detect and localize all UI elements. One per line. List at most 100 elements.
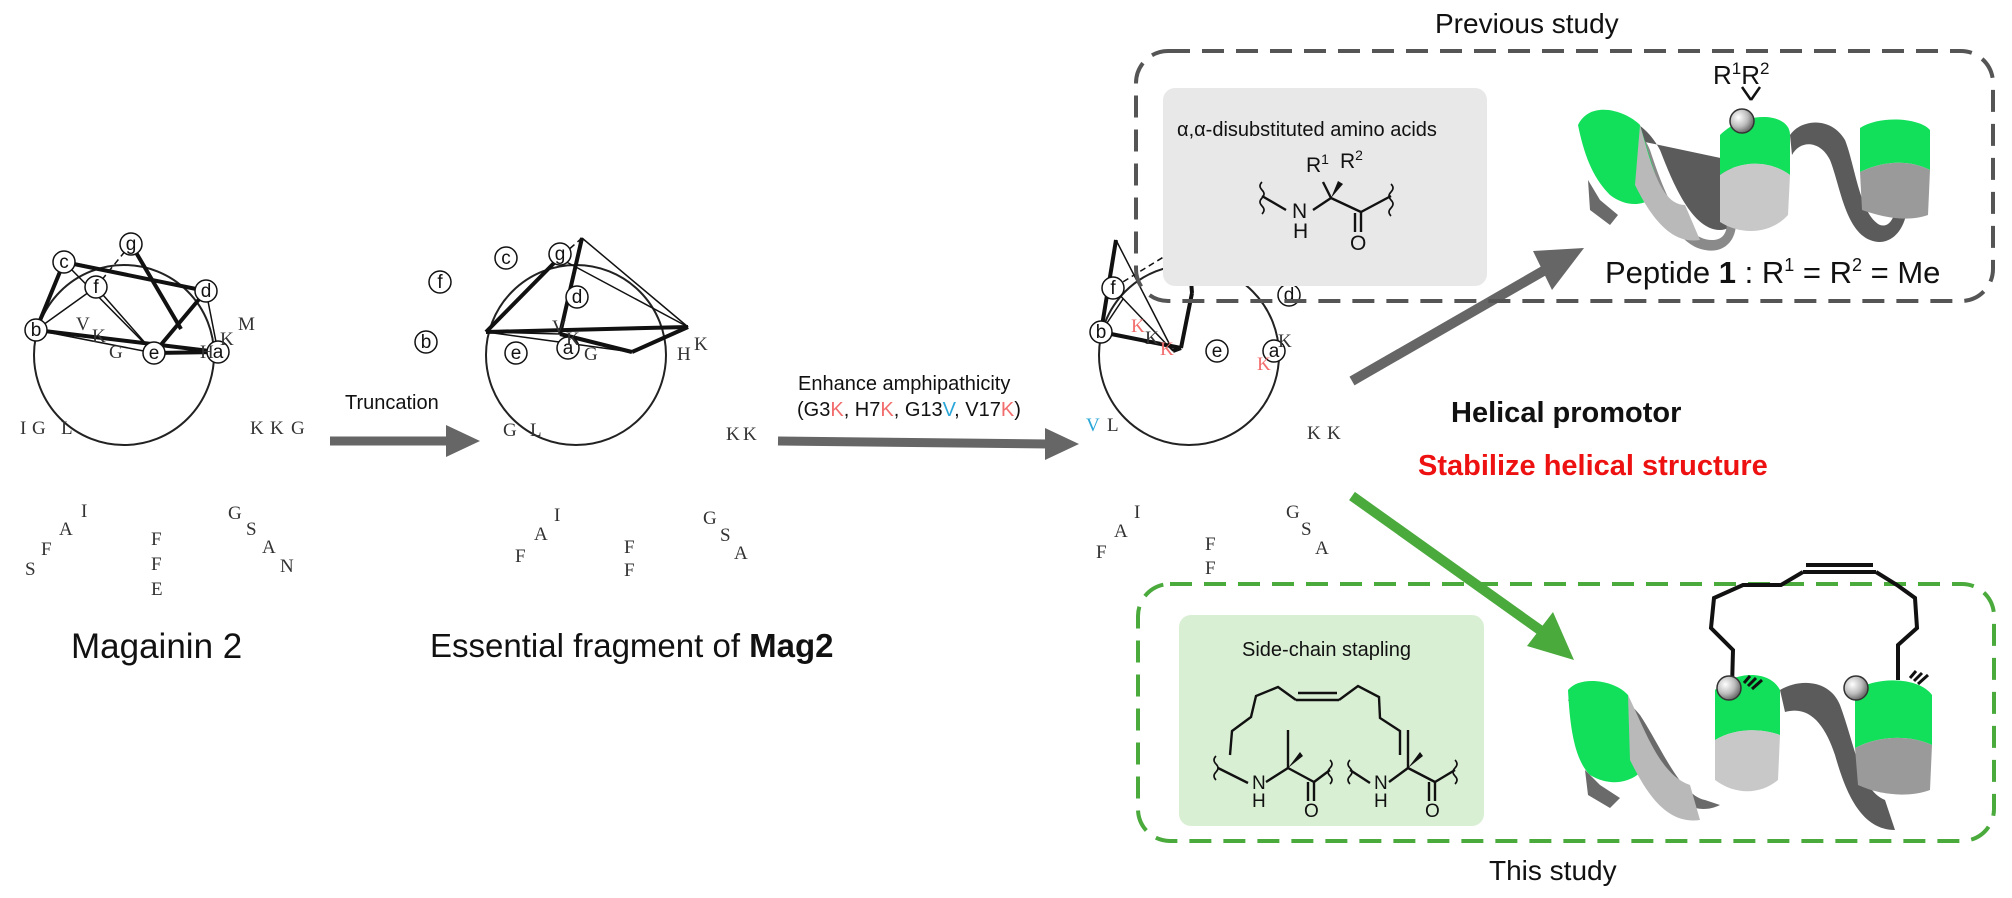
node-f: f (84, 275, 108, 299)
node-a: a (206, 340, 230, 364)
previous-study-title: Previous study (1435, 8, 1619, 39)
node-e: e (504, 341, 528, 365)
svg-text:G: G (584, 344, 598, 365)
svg-text:F: F (41, 539, 52, 560)
helical-wheel-magainin2: c g f d b a e (24, 232, 230, 446)
svg-text:S: S (25, 559, 36, 580)
helix-staple (1708, 563, 1920, 688)
svg-text:f: f (93, 277, 99, 298)
staple-o2: O (1425, 801, 1440, 822)
svg-text:S: S (720, 525, 731, 546)
svg-text:I: I (81, 501, 87, 522)
node-b: b (414, 330, 438, 354)
node-a: a (556, 336, 580, 360)
aa-r2: R2 (1340, 147, 1363, 173)
truncation-arrow (330, 425, 480, 457)
svg-text:H: H (200, 342, 214, 363)
svg-text:b: b (1096, 322, 1107, 343)
wheel2-caption: Essential fragment of Mag2 (430, 627, 834, 664)
stapling-panel-label: Side-chain stapling (1242, 639, 1411, 661)
truncation-label: Truncation (345, 392, 439, 414)
svg-text:F: F (515, 546, 526, 567)
node-b: b (24, 318, 48, 342)
svg-text:V: V (552, 317, 566, 338)
svg-text:A: A (1114, 521, 1128, 542)
stapling-panel (1179, 615, 1484, 826)
svg-text:V: V (1086, 415, 1100, 436)
aa-r1: R1 (1306, 151, 1329, 177)
node-d: d (565, 285, 589, 309)
node-c: c (494, 246, 518, 270)
svg-text:g: g (555, 244, 566, 265)
svg-text:K: K (1307, 423, 1321, 444)
wheel1-residues: V K G H K M I G L K K G A I F S F F E G … (20, 314, 305, 600)
node-f: f (428, 270, 452, 294)
staple-n1: N (1252, 773, 1266, 794)
peptide-label: Peptide 1 : R1 = R2 = Me (1605, 255, 1940, 290)
staple-ball-left (1716, 675, 1742, 701)
svg-text:a: a (213, 342, 224, 363)
stabilize-subtitle: Stabilize helical structure (1418, 450, 1768, 482)
svg-text:g: g (126, 234, 137, 255)
svg-text:S: S (1301, 519, 1312, 540)
svg-text:K: K (566, 329, 580, 350)
svg-text:K: K (1257, 354, 1271, 375)
svg-text:G: G (291, 418, 305, 439)
aa-n: N (1292, 200, 1307, 223)
svg-text:a: a (1269, 341, 1280, 362)
svg-text:K: K (220, 329, 234, 350)
svg-text:K: K (270, 418, 284, 439)
svg-text:b: b (31, 320, 42, 341)
svg-text:I: I (20, 418, 26, 439)
staple-methyl-left (1742, 675, 1764, 691)
svg-text:E: E (151, 579, 163, 600)
staple-methyl-right (1908, 670, 1930, 686)
staple-h2: H (1374, 791, 1388, 812)
svg-text:G: G (1286, 502, 1300, 523)
helix-previous (1578, 86, 1930, 251)
svg-text:G: G (109, 342, 123, 363)
staple-ball-right (1843, 675, 1869, 701)
svg-text:a: a (563, 338, 574, 359)
node-c: c (52, 250, 76, 274)
svg-text:f: f (437, 272, 443, 293)
up-arrow-gray (1349, 248, 1584, 386)
svg-text:e: e (1212, 341, 1223, 362)
node-e: e (142, 341, 166, 365)
svg-text:G: G (32, 418, 46, 439)
svg-text:K: K (92, 326, 106, 347)
svg-text:G: G (228, 503, 242, 524)
wheel2-residues: V K G H K G L K K A I F F F G S A (503, 317, 757, 581)
enhance-arrow (777, 428, 1079, 460)
svg-text:N: N (280, 556, 294, 577)
aa-h: H (1293, 220, 1308, 243)
svg-text:L: L (530, 420, 542, 441)
aa-structure (1259, 181, 1394, 232)
svg-text:K: K (694, 334, 708, 355)
wheel1-caption: Magainin 2 (71, 627, 242, 666)
node-g: g (119, 232, 143, 256)
down-arrow-green (1349, 491, 1574, 660)
svg-text:A: A (534, 524, 548, 545)
svg-text:e: e (149, 343, 160, 364)
svg-text:K: K (1327, 423, 1341, 444)
node-g: g (548, 242, 572, 266)
svg-text:K: K (1278, 331, 1292, 352)
svg-text:F: F (624, 537, 635, 558)
node-a: a (1262, 339, 1286, 363)
svg-text:K: K (743, 424, 757, 445)
aa-panel-label: α,α-disubstituted amino acids (1177, 119, 1437, 141)
helix-ball (1729, 108, 1755, 134)
svg-text:e: e (511, 343, 522, 364)
staple-n2: N (1374, 773, 1388, 794)
helical-wheel-fragment: c g f d b a e (414, 237, 689, 446)
svg-text:F: F (1205, 558, 1216, 579)
svg-text:I: I (1134, 502, 1140, 523)
aa-o: O (1350, 232, 1366, 255)
node-d: d (194, 279, 218, 303)
staple-o1: O (1304, 801, 1319, 822)
this-study-title: This study (1489, 855, 1617, 886)
svg-text:S: S (246, 519, 257, 540)
svg-text:d: d (572, 287, 583, 308)
